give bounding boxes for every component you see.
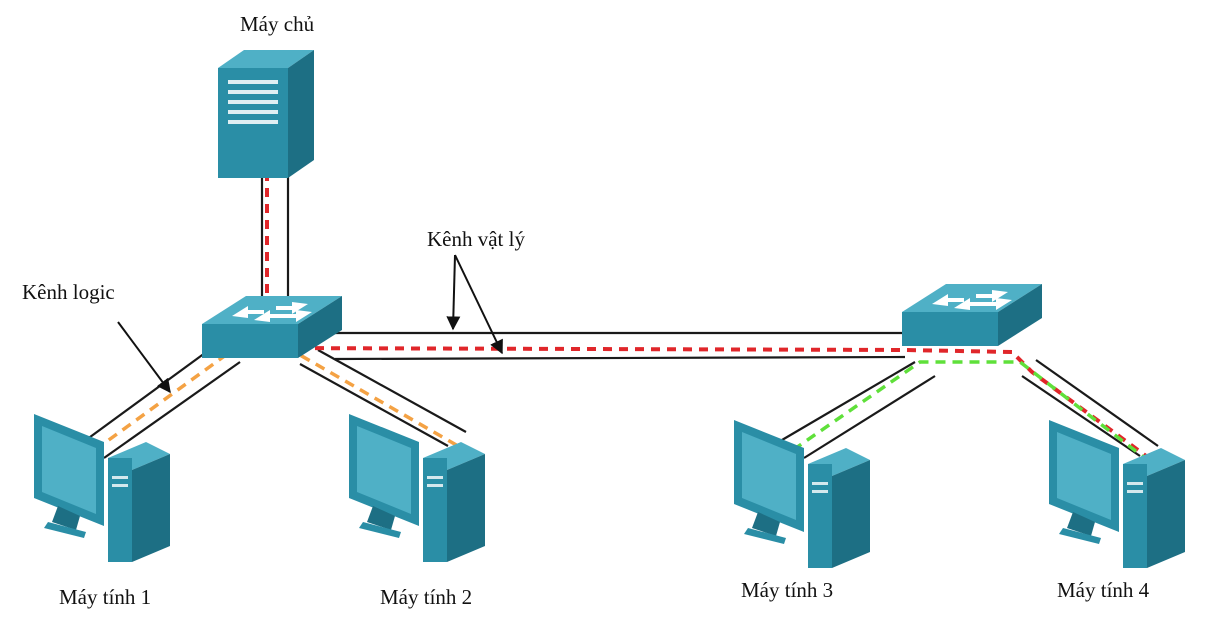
cable-switch1-pc1-a [85,341,221,441]
desktop-computer-icon [1049,420,1185,568]
desktop-computer-icon [734,420,870,568]
pc2-label: Máy tính 2 [380,585,472,609]
logical-channel-label: Kênh logic [22,280,115,304]
logical-path-orange [93,350,459,452]
cable-switch1-switch2-b [334,355,906,361]
cable-switch2-pc3-a [781,361,916,441]
server-tower-icon [218,50,314,178]
cable-switch1-pc1-b [103,361,241,459]
server-label: Máy chủ [240,12,315,36]
desktop-computer-icon [34,414,170,562]
annotation-arrows [117,254,503,394]
desktop-computer-icon [349,414,485,562]
cable-switch2-pc4-b [1035,359,1159,447]
cable-switch2-pc4-a [1021,375,1141,457]
arrow-physical-channel-2 [454,254,503,355]
cable-switch2-pc3-b [803,375,936,459]
pc4-label: Máy tính 4 [1057,578,1150,602]
pc3-label: Máy tính 3 [741,578,833,602]
physical-channel-label: Kênh vật lý [427,227,525,251]
arrow-logical-channel [117,321,171,394]
pc1-label: Máy tính 1 [59,585,151,609]
network-switch-icon [902,284,1042,346]
physical-cables [85,160,1159,459]
logical-path-green [792,360,1152,464]
cable-switch1-pc2-b [317,349,467,433]
cable-switch1-pc2-a [299,363,449,447]
arrow-physical-channel-1 [446,254,461,331]
